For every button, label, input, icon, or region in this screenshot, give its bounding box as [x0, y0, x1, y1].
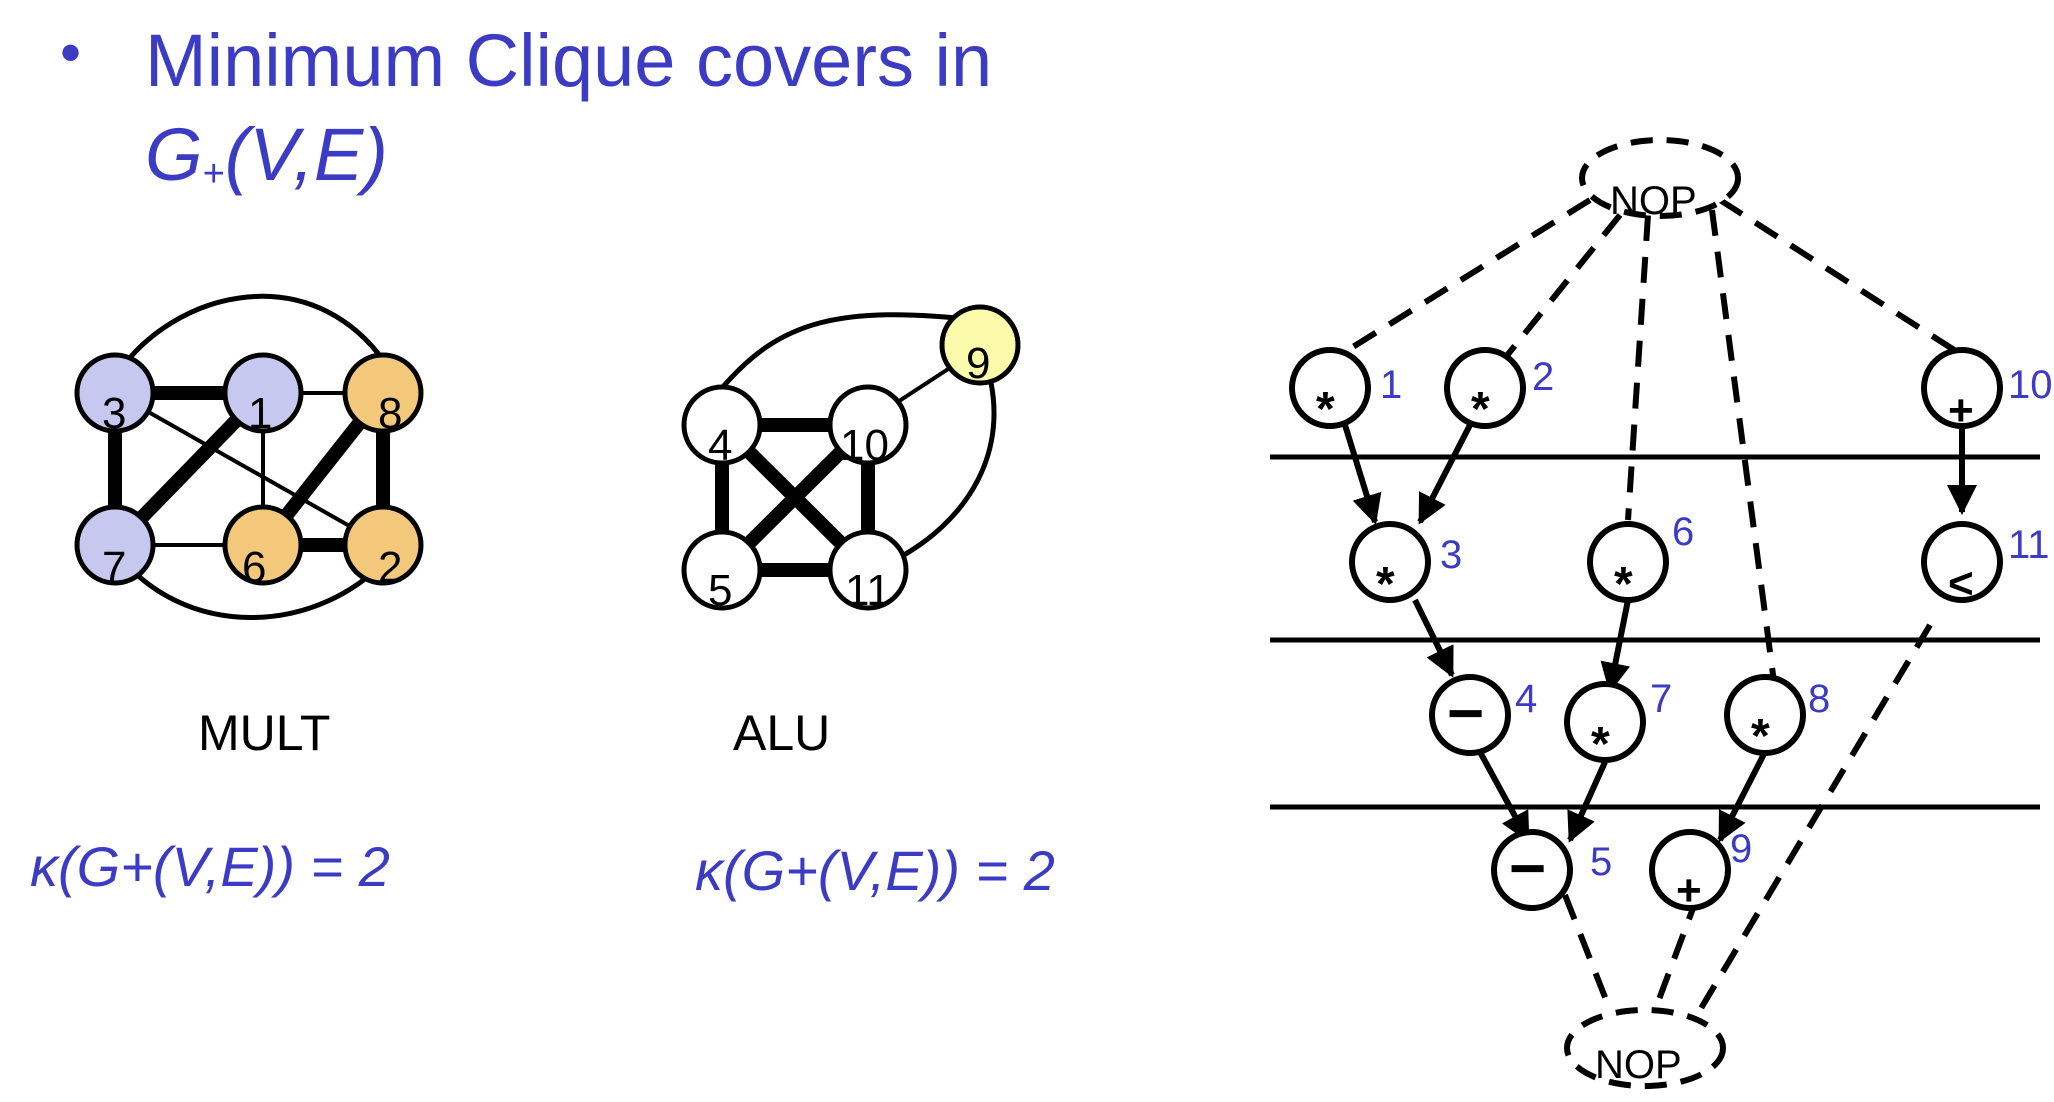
op-node-7-index: 7: [1650, 677, 1672, 721]
source-nop-label: NOP: [1610, 179, 1697, 223]
op-node-10-index: 10: [2008, 363, 2053, 407]
op-node-4: − 4: [1429, 674, 1537, 756]
op-node-1-index: 1: [1380, 363, 1402, 407]
op-node-9-symbol: +: [1676, 866, 1702, 915]
mult-node-1: 1: [222, 352, 304, 438]
mult-edge-3-8: [112, 293, 398, 380]
op-node-3: * 3: [1349, 521, 1462, 611]
mult-node-2-label: 2: [378, 543, 402, 592]
op-node-5-symbol: −: [1509, 832, 1546, 904]
alu-caption: ALU: [733, 705, 830, 761]
op-node-3-symbol: *: [1376, 558, 1395, 611]
op-node-10: + 10: [1921, 347, 2053, 435]
op-node-10-symbol: +: [1948, 386, 1974, 435]
alu-node-11-label: 11: [845, 566, 891, 615]
op-node-5: − 5: [1491, 829, 1612, 911]
op-node-4-symbol: −: [1447, 677, 1484, 749]
alu-node-4-label: 4: [708, 421, 732, 470]
mult-node-6-label: 6: [242, 543, 266, 592]
op-node-2: * 2: [1444, 347, 1554, 436]
mult-node-8-label: 8: [378, 389, 402, 438]
alu-kappa: κ(G+(V,E)) = 2: [695, 839, 1055, 902]
title-rest: (V,E): [224, 113, 388, 196]
alu-node-10: 10: [827, 384, 909, 470]
mult-node-1-label: 1: [248, 389, 272, 438]
op-node-11-index: 11: [2008, 523, 2050, 567]
alu-node-9-label: 9: [966, 339, 990, 388]
op-node-7: * 7: [1564, 677, 1672, 771]
op-node-1: * 1: [1289, 347, 1402, 436]
alu-edge-4-9: [720, 312, 979, 390]
alu-node-11: 11: [827, 529, 909, 615]
op-node-8: * 8: [1724, 674, 1830, 763]
op-node-11-symbol: <: [1948, 559, 1974, 608]
alu-node-5: 5: [681, 529, 763, 615]
mult-edge-3-2: [114, 391, 384, 547]
source-nop: [1579, 137, 1741, 219]
mult-graph: 3 1 8 7 6 2 MULT κ(G+(V,E)) = 2: [30, 293, 424, 898]
op-node-9-index: 9: [1730, 827, 1752, 871]
alu-node-10-label: 10: [840, 421, 889, 470]
op-node-8-symbol: *: [1751, 710, 1770, 763]
mult-node-7-label: 7: [102, 543, 126, 592]
op-node-1-symbol: *: [1316, 383, 1335, 436]
sink-nop: [1564, 1007, 1726, 1089]
title-line-1: Minimum Clique covers in: [145, 19, 993, 102]
alu-edge-9-11: [893, 369, 997, 563]
mult-node-3-label: 3: [102, 389, 126, 438]
mult-node-8: 8: [342, 352, 424, 438]
mult-edge-7-2: [112, 548, 397, 620]
mult-caption: MULT: [198, 705, 330, 761]
op-node-2-symbol: *: [1471, 383, 1490, 436]
alu-graph: 9 4 10 5 11 ALU κ(G+(V,E)) = 2: [681, 304, 1055, 902]
source-dashed-edges: [1333, 197, 1964, 1012]
op-node-7-symbol: *: [1591, 718, 1610, 771]
alu-node-9: 9: [939, 304, 1021, 388]
alu-node-5-label: 5: [708, 566, 732, 615]
op-node-2-index: 2: [1532, 355, 1554, 399]
op-node-5-index: 5: [1590, 840, 1612, 884]
op-node-8-index: 8: [1808, 677, 1830, 721]
op-node-3-index: 3: [1440, 533, 1462, 577]
op-node-11: < 11: [1921, 521, 2050, 608]
op-node-6-index: 6: [1672, 510, 1694, 554]
mult-kappa: κ(G+(V,E)) = 2: [30, 835, 390, 898]
mult-node-6: 6: [222, 504, 304, 592]
mult-node-7: 7: [74, 504, 156, 592]
op-node-9: + 9: [1649, 827, 1752, 915]
dependency-arrows: [1342, 423, 1977, 843]
op-node-6-symbol: *: [1614, 558, 1633, 611]
title-g: G: [145, 113, 203, 196]
alu-node-4: 4: [681, 384, 763, 470]
mult-node-2: 2: [342, 504, 424, 592]
mult-node-3: 3: [74, 352, 156, 438]
op-node-4-index: 4: [1515, 677, 1537, 721]
title-sub: +: [202, 153, 225, 195]
title-line-2: G+(V,E): [145, 112, 388, 197]
bullet-point: •: [60, 19, 82, 86]
sink-nop-label: NOP: [1595, 1043, 1682, 1087]
schedule-graph: NOP NOP * 1 * 2 + 10 * 3 * 6: [1270, 137, 2053, 1089]
op-node-6: * 6: [1587, 510, 1694, 611]
